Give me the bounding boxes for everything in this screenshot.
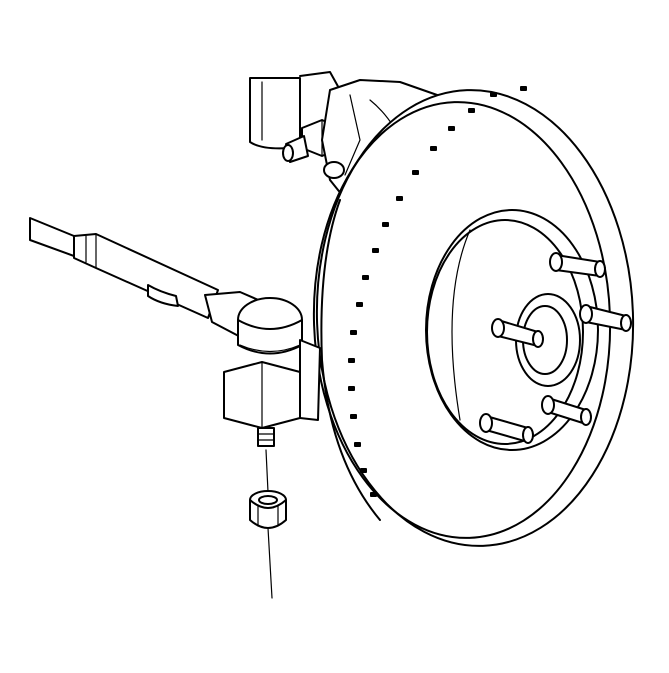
tie-rod-end-nut [249, 490, 287, 529]
wheel-stud [479, 413, 534, 444]
rotor-vent-slots [348, 86, 527, 497]
wheel-studs [479, 252, 632, 444]
wheel-stud [541, 395, 592, 426]
tie-rod [29, 217, 219, 319]
tie-rod-end-stud [257, 427, 275, 447]
steering-arm-boss [223, 339, 321, 429]
tie-rod-end [204, 291, 303, 355]
wheel-stud [491, 318, 544, 348]
wheel-stud [579, 304, 632, 332]
wheel-stud [549, 252, 606, 278]
installation-leader-line [265, 449, 273, 599]
